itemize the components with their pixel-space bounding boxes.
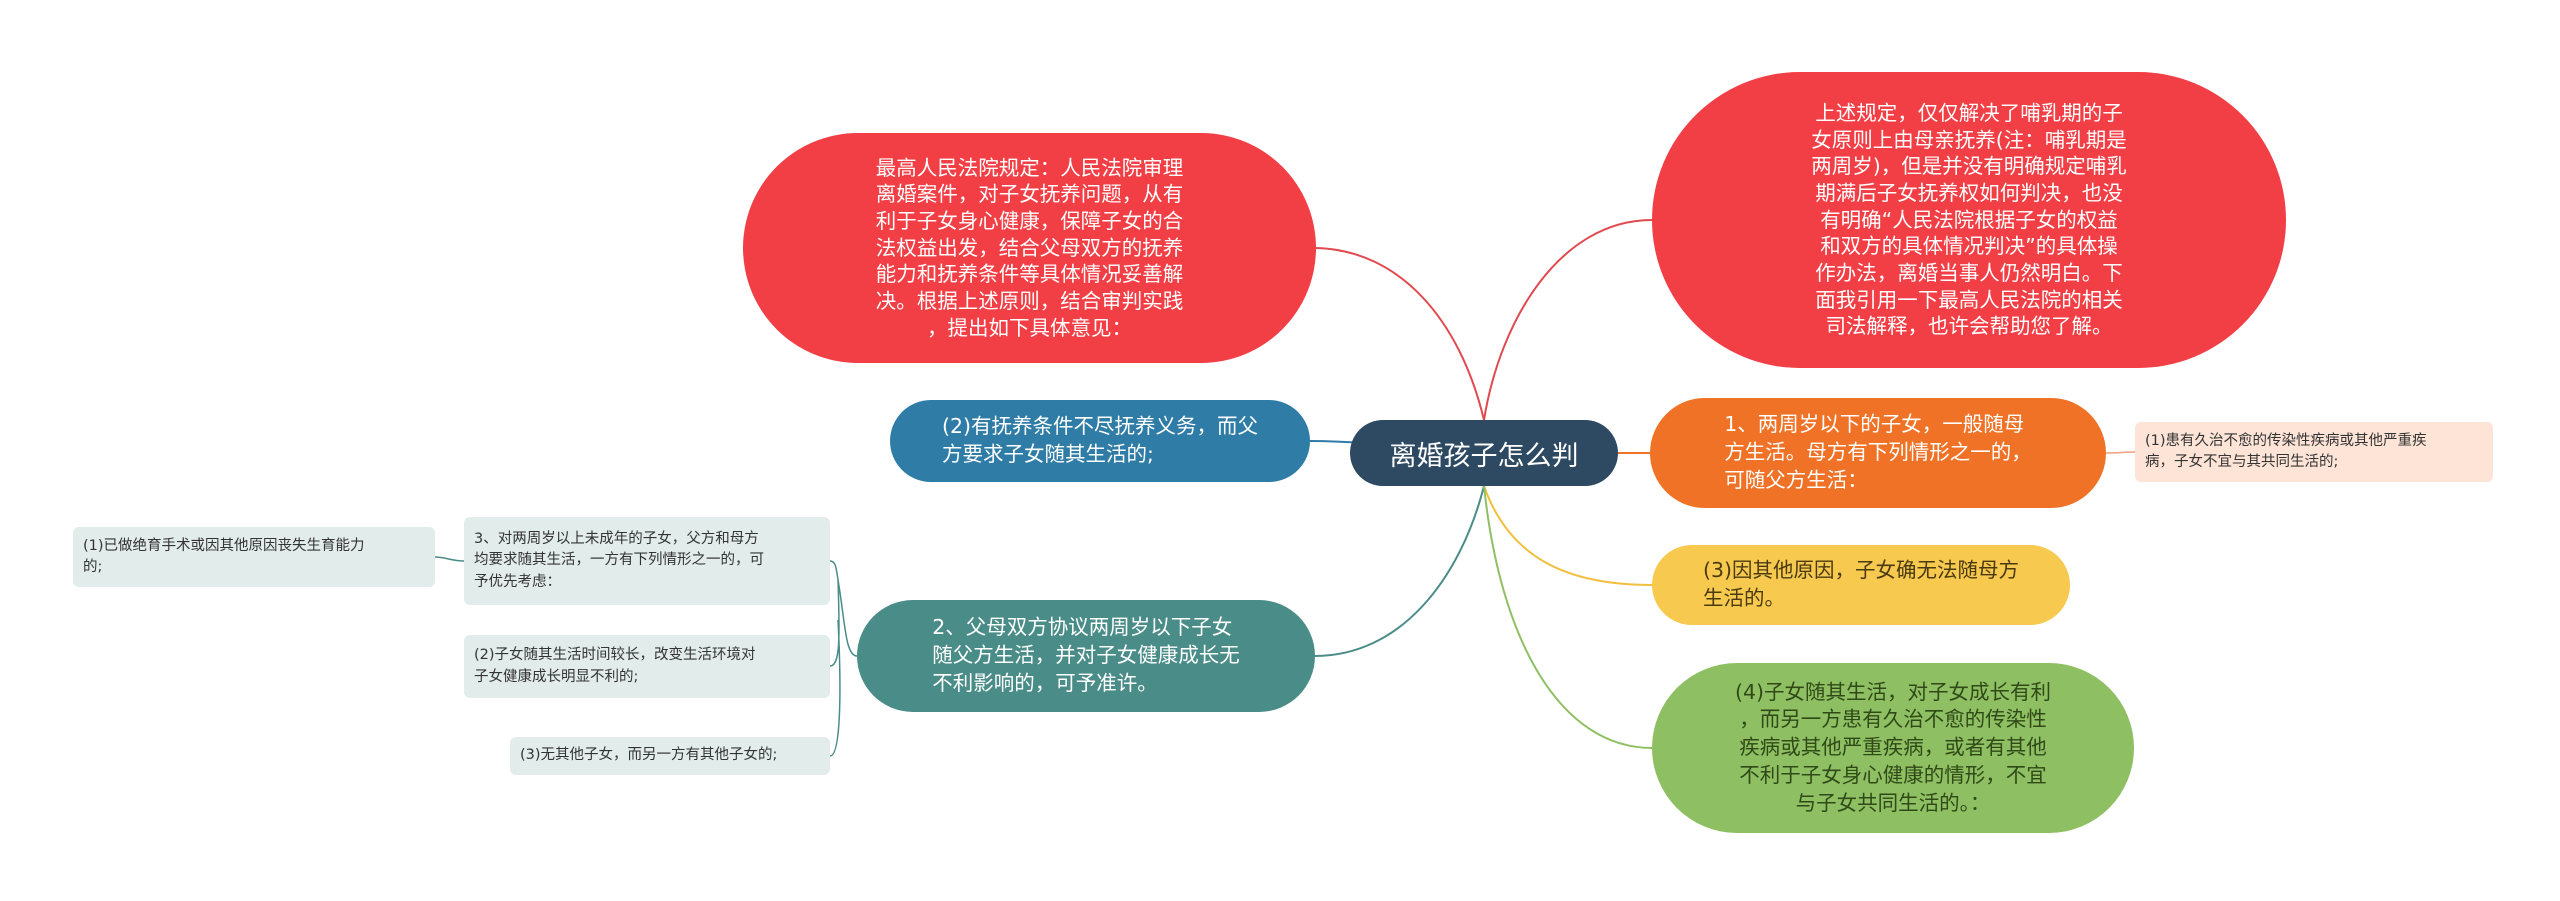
left-blob-node[interactable]: 最高人民法院规定：人民法院审理 离婚案件，对子女抚养问题，从有 利于子女身心健康… bbox=[743, 133, 1316, 363]
yellow-node-text: (3)因其他原因，子女确无法随母方 生活的。 bbox=[1702, 558, 2020, 610]
link-main-far bbox=[434, 556, 465, 562]
left-blob-text: 最高人民法院规定：人民法院审理 离婚案件，对子女抚养问题，从有 利于子女身心健康… bbox=[875, 155, 1184, 340]
teal-child-far-node[interactable]: (1)已做绝育手术或因其他原因丧失生育能力 的; bbox=[73, 527, 435, 587]
teal-child-main-node[interactable]: 3、对两周岁以上未成年的子女，父方和母方 均要求随其生活，一方有下列情形之一的，… bbox=[464, 517, 830, 605]
green-node[interactable]: (4)子女随其生活，对子女成长有利 ，而另一方患有久治不愈的传染性 疾病或其他严… bbox=[1652, 663, 2134, 833]
teal-child-far-text: (1)已做绝育手术或因其他原因丧失生育能力 的; bbox=[83, 537, 365, 575]
teal-child-c-text: (3)无其他子女，而另一方有其他子女的; bbox=[520, 747, 778, 764]
link-orange-child bbox=[2105, 451, 2136, 454]
teal-node[interactable]: 2、父母双方协议两周岁以下子女 随父方生活，并对子女健康成长无 不利影响的，可予… bbox=[857, 600, 1315, 712]
link-root-right-blob bbox=[1483, 219, 1653, 421]
link-root-green bbox=[1483, 485, 1653, 749]
teal-node-text: 2、父母双方协议两周岁以下子女 随父方生活，并对子女健康成长无 不利影响的，可予… bbox=[932, 615, 1240, 695]
green-node-text: (4)子女随其生活，对子女成长有利 ，而另一方患有久治不愈的传染性 疾病或其他严… bbox=[1734, 679, 2052, 815]
right-blob-text: 上述规定，仅仅解决了哺乳期的子 女原则上由母亲抚养(注：哺乳期是 两周岁)，但是… bbox=[1811, 101, 2127, 339]
teal-child-c-node[interactable]: (3)无其他子女，而另一方有其他子女的; bbox=[510, 737, 830, 775]
right-blob-node[interactable]: 上述规定，仅仅解决了哺乳期的子 女原则上由母亲抚养(注：哺乳期是 两周岁)，但是… bbox=[1652, 72, 2286, 368]
root-title: 离婚孩子怎么判 bbox=[1389, 440, 1579, 472]
link-root-teal bbox=[1314, 485, 1485, 657]
yellow-node[interactable]: (3)因其他原因，子女确无法随母方 生活的。 bbox=[1652, 545, 2070, 625]
link-root-left-blob bbox=[1315, 247, 1485, 421]
teal-child-b-node[interactable]: (2)子女随其生活时间较长，改变生活环境对 子女健康成长明显不利的; bbox=[464, 635, 830, 698]
link-root-yellow bbox=[1483, 485, 1653, 586]
link-teal-children bbox=[829, 560, 858, 757]
blue-node[interactable]: (2)有抚养条件不尽抚养义务，而父 方要求子女随其生活的; bbox=[890, 400, 1310, 482]
orange-node[interactable]: 1、两周岁以下的子女，一般随母 方生活。母方有下列情形之一的， 可随父方生活： bbox=[1650, 398, 2106, 508]
teal-child-main-text: 3、对两周岁以上未成年的子女，父方和母方 均要求随其生活，一方有下列情形之一的，… bbox=[474, 531, 764, 590]
root-node[interactable]: 离婚孩子怎么判 bbox=[1350, 420, 1618, 486]
orange-child-text: (1)患有久治不愈的传染性疾病或其他严重疾 病，子女不宜与其共同生活的; bbox=[2145, 432, 2427, 470]
blue-node-text: (2)有抚养条件不尽抚养义务，而父 方要求子女随其生活的; bbox=[941, 414, 1259, 466]
orange-child-node[interactable]: (1)患有久治不愈的传染性疾病或其他严重疾 病，子女不宜与其共同生活的; bbox=[2135, 422, 2493, 482]
orange-node-text: 1、两周岁以下的子女，一般随母 方生活。母方有下列情形之一的， 可随父方生活： bbox=[1724, 412, 2032, 492]
teal-child-b-text: (2)子女随其生活时间较长，改变生活环境对 子女健康成长明显不利的; bbox=[474, 647, 756, 685]
